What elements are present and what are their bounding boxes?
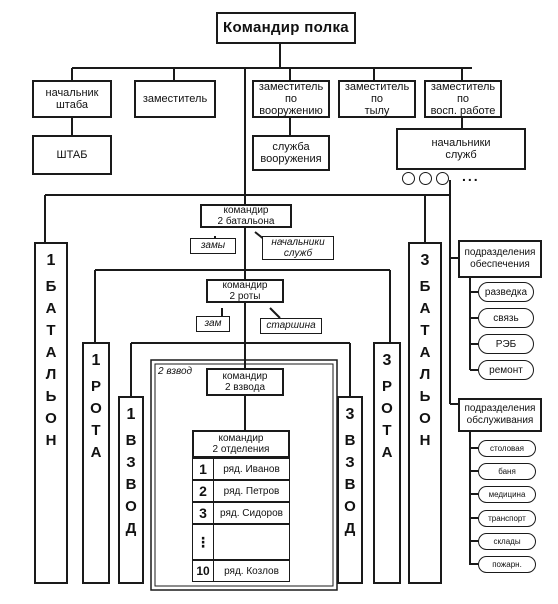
platoon-commander-box: командир 2 взвода bbox=[206, 368, 284, 396]
squad-row: ⋮ bbox=[192, 524, 290, 560]
battalion-3-number: 3 bbox=[420, 252, 430, 269]
service-chiefs-truck-box: начальники служб bbox=[396, 128, 526, 170]
support-item: РЭБ bbox=[478, 334, 534, 354]
soldier-name bbox=[214, 525, 289, 559]
deputy-education-box: заместитель по восп. работе bbox=[424, 80, 502, 118]
soldier-number: 10 bbox=[193, 561, 214, 581]
battalion-commander-box: командир 2 батальона bbox=[200, 204, 292, 228]
company-commander-box: командир 2 роты bbox=[206, 279, 284, 303]
service-units-box: подразделения обслуживания bbox=[458, 398, 542, 432]
company-sergeant-box: старшина bbox=[260, 318, 322, 334]
armament-service-box: служба вооружения bbox=[252, 135, 330, 171]
platoon-1-number: 1 bbox=[126, 406, 136, 423]
squad-row: 10 ряд. Козлов bbox=[192, 560, 290, 582]
squad-row: 1 ряд. Иванов bbox=[192, 458, 290, 480]
squad-commander-box: командир 2 отделения bbox=[192, 430, 290, 458]
service-item: баня bbox=[478, 463, 536, 480]
truck-wheel-icon bbox=[419, 172, 432, 185]
soldier-name: ряд. Козлов bbox=[224, 565, 279, 577]
battalion-chiefs-box: начальники служб bbox=[262, 236, 334, 260]
platoon-2-label: 2 взвод bbox=[158, 366, 193, 377]
deputy-rear-box: заместитель по тылу bbox=[338, 80, 416, 118]
truck-wheel-icon bbox=[402, 172, 415, 185]
chief-of-staff-box: начальник штаба bbox=[32, 80, 112, 118]
company-deputy-box: зам bbox=[196, 316, 230, 332]
soldier-name: ряд. Сидоров bbox=[220, 507, 283, 519]
service-item: пожарн. bbox=[478, 556, 536, 573]
more-dots: ... bbox=[462, 168, 480, 184]
service-item: столовая bbox=[478, 440, 536, 457]
staff-box: ШТАБ bbox=[32, 135, 112, 175]
soldier-number: 2 bbox=[193, 481, 214, 501]
regiment-commander-box: Командир полка bbox=[216, 12, 356, 44]
truck-wheel-icon bbox=[436, 172, 449, 185]
service-item: медицина bbox=[478, 486, 536, 503]
service-item: склады bbox=[478, 533, 536, 550]
soldier-number: ⋮ bbox=[193, 525, 214, 559]
support-units-box: подразделения обеспечения bbox=[458, 240, 542, 278]
squad-row: 2 ряд. Петров bbox=[192, 480, 290, 502]
deputy-box: заместитель bbox=[134, 80, 216, 118]
soldier-number: 3 bbox=[193, 503, 214, 523]
deputy-armament-box: заместитель по вооружению bbox=[252, 80, 330, 118]
battalion-1-number: 1 bbox=[46, 252, 56, 269]
squad-row: 3 ряд. Сидоров bbox=[192, 502, 290, 524]
soldier-name: ряд. Иванов bbox=[223, 463, 280, 475]
support-item: связь bbox=[478, 308, 534, 328]
service-item: транспорт bbox=[478, 510, 536, 527]
support-item: разведка bbox=[478, 282, 534, 302]
company-3-number: 3 bbox=[382, 352, 392, 369]
support-item: ремонт bbox=[478, 360, 534, 380]
soldier-name: ряд. Петров bbox=[223, 485, 280, 497]
battalion-deputies-box: замы bbox=[190, 238, 236, 254]
company-1-number: 1 bbox=[91, 352, 101, 369]
platoon-3-number: 3 bbox=[345, 406, 355, 423]
soldier-number: 1 bbox=[193, 459, 214, 479]
